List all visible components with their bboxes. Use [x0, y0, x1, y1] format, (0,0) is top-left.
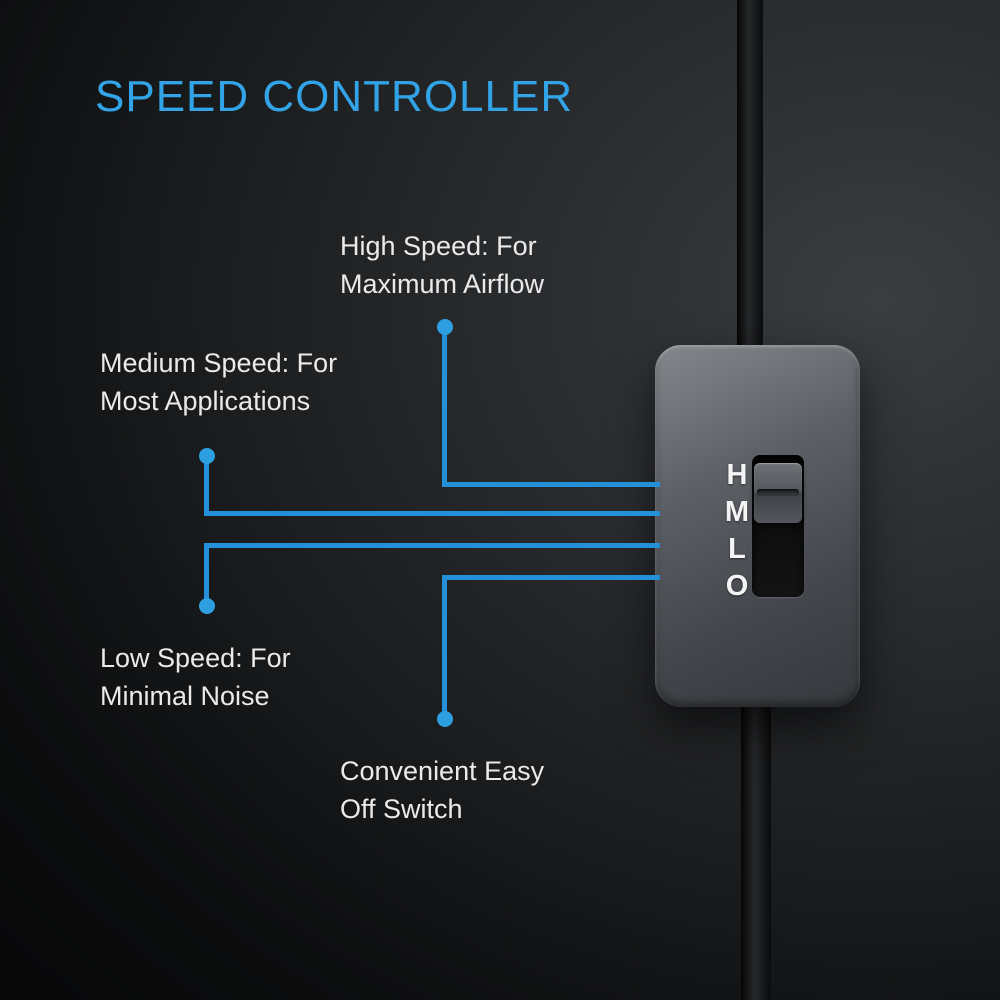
- position-label-medium: M: [724, 496, 750, 528]
- callout-label-medium-speed: Medium Speed: For Most Applications: [100, 348, 338, 416]
- callout-dot-medium: [199, 448, 215, 464]
- page-title: SPEED CONTROLLER: [95, 72, 574, 121]
- position-label-high: H: [726, 459, 748, 491]
- callout-line-low-horizontal: [204, 543, 660, 548]
- callout-line-off-horizontal: [442, 575, 660, 580]
- position-label-off: O: [725, 570, 749, 602]
- slider-knob-grip: [757, 489, 799, 496]
- position-labels: H M L O: [723, 457, 751, 605]
- callout-line-medium-horizontal: [204, 511, 660, 516]
- position-label-low: L: [728, 533, 746, 565]
- callout-dot-off: [437, 711, 453, 727]
- power-cable-top: [737, 0, 763, 360]
- callout-line-off-vertical: [442, 575, 447, 720]
- callout-label-high-speed: High Speed: For Maximum Airflow: [340, 231, 545, 299]
- callout-dot-high: [437, 319, 453, 335]
- callout-line-medium-vertical: [204, 456, 209, 516]
- callout-label-off-switch: Convenient Easy Off Switch: [340, 756, 545, 824]
- callout-line-low-vertical: [204, 543, 209, 608]
- slider-knob: [754, 463, 802, 523]
- speed-controller-device: H M L O: [655, 345, 860, 707]
- callout-label-low-speed: Low Speed: For Minimal Noise: [100, 643, 291, 711]
- power-cable-bottom: [741, 695, 771, 1000]
- callout-dot-low: [199, 598, 215, 614]
- callout-line-high-horizontal: [442, 482, 660, 487]
- slider-track: [752, 455, 804, 597]
- callout-line-high-vertical: [442, 327, 447, 487]
